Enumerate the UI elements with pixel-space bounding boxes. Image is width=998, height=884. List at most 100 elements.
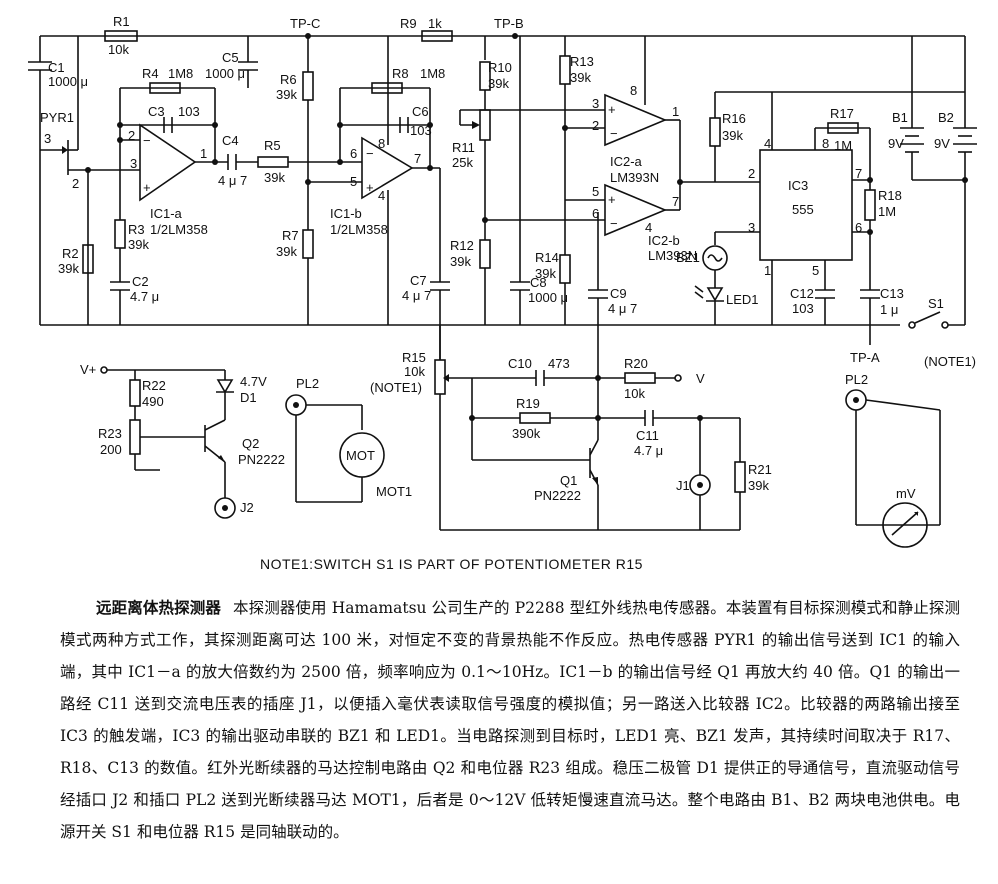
svg-text:10k: 10k xyxy=(404,364,425,379)
buzzer-bz1: BZ1 xyxy=(676,245,728,271)
svg-text:490: 490 xyxy=(142,394,164,409)
svg-text:3: 3 xyxy=(44,131,51,146)
description-body: 本探测器使用 Hamamatsu 公司生产的 P2288 型红外线热电传感器。本… xyxy=(60,599,960,841)
svg-text:4: 4 xyxy=(378,188,385,203)
svg-text:8: 8 xyxy=(630,83,637,98)
svg-text:C6: C6 xyxy=(412,104,429,119)
svg-text:R1: R1 xyxy=(113,14,130,29)
svg-text:4: 4 xyxy=(645,220,652,235)
resistor-r3: R3 39k xyxy=(114,219,149,252)
capacitor-c4: C4 4 μ 7 xyxy=(218,133,247,188)
svg-text:39k: 39k xyxy=(276,244,297,259)
svg-text:D1: D1 xyxy=(240,390,257,405)
svg-text:1: 1 xyxy=(200,146,207,161)
v-terminal-label: V xyxy=(696,371,705,386)
resistor-r16: R16 39k xyxy=(709,111,746,147)
svg-text:1000 μ: 1000 μ xyxy=(205,66,245,81)
comparator-ic2a: + − 3 2 8 1 IC2-a LM393N xyxy=(592,83,679,185)
svg-text:C13: C13 xyxy=(880,286,904,301)
svg-text:R17: R17 xyxy=(830,106,854,121)
svg-text:473: 473 xyxy=(548,356,570,371)
svg-text:R7: R7 xyxy=(282,228,299,243)
svg-text:1000 μ: 1000 μ xyxy=(48,74,88,89)
svg-text:+: + xyxy=(608,192,616,207)
svg-text:PL2: PL2 xyxy=(296,376,319,391)
svg-text:39k: 39k xyxy=(58,261,79,276)
svg-text:39k: 39k xyxy=(748,478,769,493)
svg-text:R22: R22 xyxy=(142,378,166,393)
svg-text:1M8: 1M8 xyxy=(168,66,193,81)
resistor-r14: R14 39k xyxy=(535,250,571,284)
svg-text:Q2: Q2 xyxy=(242,436,259,451)
resistor-r1: R1 10k xyxy=(104,14,138,57)
svg-text:R13: R13 xyxy=(570,54,594,69)
svg-text:1M: 1M xyxy=(834,138,852,153)
svg-text:2: 2 xyxy=(592,118,599,133)
tp-a-label: TP-A xyxy=(850,350,880,365)
svg-text:390k: 390k xyxy=(512,426,541,441)
svg-text:555: 555 xyxy=(792,202,814,217)
svg-text:R23: R23 xyxy=(98,426,122,441)
svg-text:2: 2 xyxy=(748,166,755,181)
svg-text:2: 2 xyxy=(72,176,79,191)
svg-text:J2: J2 xyxy=(240,500,254,515)
svg-text:LM393N: LM393N xyxy=(648,248,697,263)
svg-text:1 μ: 1 μ xyxy=(880,302,898,317)
svg-text:IC1-b: IC1-b xyxy=(330,206,362,221)
svg-text:R11: R11 xyxy=(452,140,475,155)
svg-text:Q1: Q1 xyxy=(560,473,577,488)
capacitor-c2: C2 4.7 μ xyxy=(110,274,159,304)
svg-text:39k: 39k xyxy=(450,254,471,269)
resistor-r5: R5 39k xyxy=(257,138,289,185)
transistor-q2: Q2 PN2222 xyxy=(204,419,285,467)
motor-mot1: MOT MOT1 xyxy=(339,432,412,499)
svg-text:C4: C4 xyxy=(222,133,239,148)
svg-text:V+: V+ xyxy=(80,362,96,377)
svg-text:1M8: 1M8 xyxy=(420,66,445,81)
svg-text:5: 5 xyxy=(592,184,599,199)
svg-text:R14: R14 xyxy=(535,250,559,265)
svg-text:7: 7 xyxy=(414,151,421,166)
switch-s1: S1 (NOTE1) xyxy=(908,296,976,369)
svg-text:8: 8 xyxy=(822,136,829,151)
svg-text:R10: R10 xyxy=(488,60,512,75)
svg-text:PN2222: PN2222 xyxy=(238,452,285,467)
svg-text:C7: C7 xyxy=(410,273,427,288)
resistor-r12: R12 39k xyxy=(450,238,491,269)
svg-text:8: 8 xyxy=(378,136,385,151)
svg-text:25k: 25k xyxy=(452,155,473,170)
resistor-r18: R18 1M xyxy=(864,188,902,221)
svg-text:C5: C5 xyxy=(222,50,239,65)
capacitor-c8: C8 1000 μ xyxy=(510,275,568,305)
svg-text:10k: 10k xyxy=(624,386,645,401)
svg-text:+: + xyxy=(366,180,374,195)
svg-text:R19: R19 xyxy=(516,396,540,411)
resistor-r17: R17 1M xyxy=(827,106,859,153)
svg-text:1000 μ: 1000 μ xyxy=(528,290,568,305)
svg-text:1M: 1M xyxy=(878,204,896,219)
svg-text:R18: R18 xyxy=(878,188,902,203)
capacitor-c12: C12 103 xyxy=(790,286,835,316)
potentiometer-r15: R15 10k (NOTE1) xyxy=(370,350,472,395)
svg-text:IC1-a: IC1-a xyxy=(150,206,183,221)
svg-text:R5: R5 xyxy=(264,138,281,153)
svg-text:C3: C3 xyxy=(148,104,165,119)
svg-text:10k: 10k xyxy=(108,42,129,57)
svg-text:6: 6 xyxy=(350,146,357,161)
pyro-sensor-pyr1: PYR1 3 2 xyxy=(40,110,88,191)
svg-text:−: − xyxy=(610,126,618,141)
jack-j2: J2 xyxy=(214,497,254,519)
svg-text:3: 3 xyxy=(748,220,755,235)
svg-text:6: 6 xyxy=(855,220,862,235)
resistor-r4: R4 1M8 xyxy=(142,66,193,94)
svg-text:PYR1: PYR1 xyxy=(40,110,74,125)
svg-text:PL2: PL2 xyxy=(845,372,868,387)
svg-text:IC2-a: IC2-a xyxy=(610,154,643,169)
battery-b1: B1 9V xyxy=(888,110,924,153)
svg-text:R3: R3 xyxy=(128,222,145,237)
capacitor-c6: C6 103 xyxy=(399,104,432,138)
svg-text:R6: R6 xyxy=(280,72,297,87)
capacitor-c10: C10 473 xyxy=(508,356,570,386)
battery-b2: B2 9V xyxy=(934,110,977,153)
resistor-r19: R19 390k xyxy=(512,396,551,441)
